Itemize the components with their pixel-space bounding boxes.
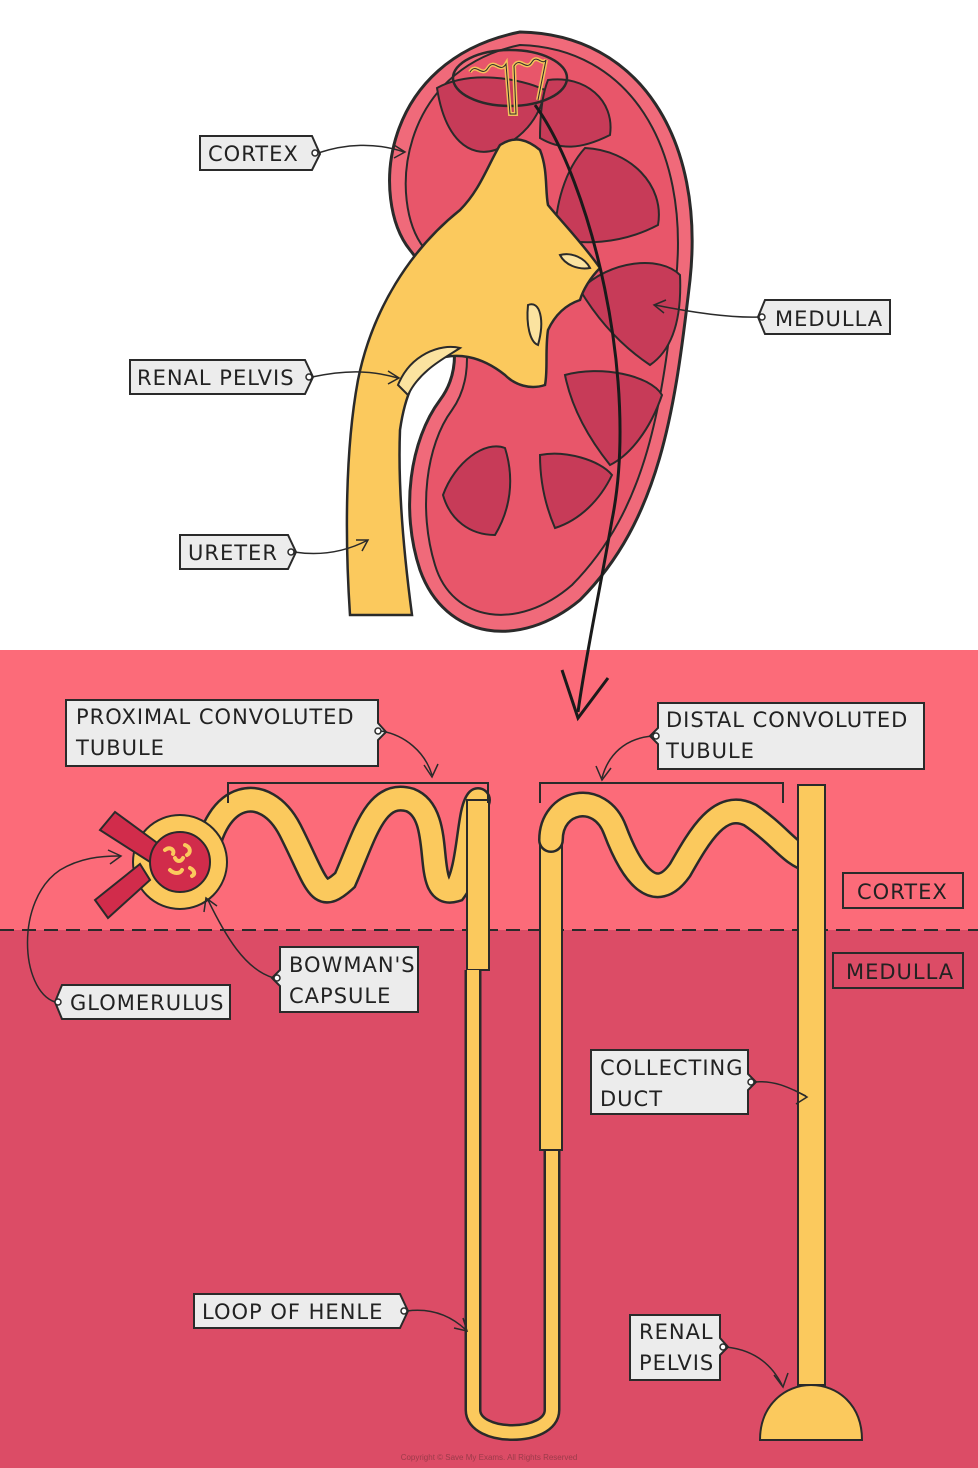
label-glomerulus: GLOMERULUS (26, 849, 231, 1020)
medullary-pyramid (553, 146, 660, 244)
label-ureter: URETER (179, 534, 370, 570)
label-renal-pelvis-top: RENAL PELVIS (129, 359, 401, 395)
label-collecting-line1: COLLECTING (600, 1056, 744, 1080)
copyright-text: Copyright © Save My Exams. All Rights Re… (401, 1453, 578, 1462)
label-bowmans-line2: CAPSULE (289, 984, 391, 1008)
label-collecting-duct: COLLECTING DUCT (590, 1049, 809, 1115)
medullary-pyramid (538, 78, 612, 148)
label-medulla-zone-text: MEDULLA (846, 960, 954, 984)
label-medulla-top-text: MEDULLA (775, 307, 883, 331)
label-medulla-top: MEDULLA (652, 299, 891, 335)
label-renal-pelvis-bottom-line2: PELVIS (639, 1351, 714, 1375)
medullary-pyramid (563, 370, 664, 467)
label-renal-pelvis-bottom: RENAL PELVIS (629, 1314, 789, 1389)
label-pct-line1: PROXIMAL CONVOLUTED (76, 705, 355, 729)
nephron-section (0, 650, 978, 1468)
medullary-pyramid (441, 445, 512, 537)
label-cortex-zone: CORTEX (842, 872, 964, 909)
distal-convoluted-tubule (538, 791, 823, 899)
zoom-arrow (533, 104, 622, 713)
label-bowmans-line1: BOWMAN'S (289, 953, 416, 977)
label-medulla-zone: MEDULLA (832, 952, 964, 989)
label-cortex-top: CORTEX (199, 135, 407, 171)
calyx-highlight (526, 303, 543, 347)
kidney-illustration (345, 30, 694, 633)
labels: CORTEX RENAL PELVIS URETER MEDULLA (26, 135, 964, 1389)
label-bowmans-capsule: BOWMAN'S CAPSULE (203, 896, 419, 1013)
label-loop-of-henle-text: LOOP OF HENLE (202, 1300, 383, 1324)
label-loop-of-henle: LOOP OF HENLE (193, 1293, 469, 1333)
label-ureter-text: URETER (188, 541, 278, 565)
label-dct: DISTAL CONVOLUTED TUBULE (595, 702, 925, 782)
collecting-duct (797, 784, 826, 1386)
label-renal-pelvis-top-text: RENAL PELVIS (137, 366, 295, 390)
calyx-highlight (558, 253, 592, 270)
label-dct-line2: TUBULE (665, 739, 755, 763)
dct-bracket (539, 782, 784, 803)
label-dct-line1: DISTAL CONVOLUTED (666, 708, 908, 732)
glomerulus (149, 831, 211, 893)
renal-pelvis-base (758, 1383, 864, 1441)
label-pct-line2: TUBULE (75, 736, 165, 760)
descending-limb-thick (466, 799, 490, 971)
proximal-convoluted-tubule (192, 785, 491, 904)
medullary-pyramid (538, 452, 614, 530)
label-glomerulus-text: GLOMERULUS (70, 991, 224, 1015)
calyx-highlight (396, 346, 463, 397)
label-collecting-line2: DUCT (600, 1087, 663, 1111)
label-renal-pelvis-bottom-line1: RENAL (639, 1320, 714, 1344)
label-pct: PROXIMAL CONVOLUTED TUBULE (65, 699, 439, 779)
label-cortex-top-text: CORTEX (208, 142, 299, 166)
label-cortex-zone-text: CORTEX (857, 880, 948, 904)
ascending-limb-thick (539, 829, 563, 1151)
zoom-arrow-head (560, 669, 610, 722)
pct-bracket (227, 782, 489, 803)
